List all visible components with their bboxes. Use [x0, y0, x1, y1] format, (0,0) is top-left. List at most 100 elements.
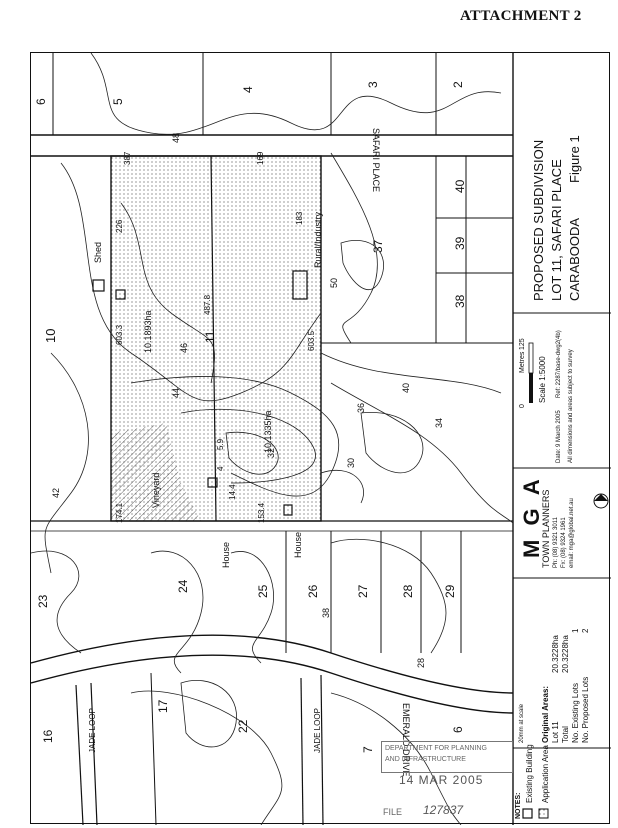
areas-row-total: Total	[561, 726, 570, 743]
road-label-jade-west: JADE LOOP	[88, 708, 97, 753]
title-line1: PROPOSED SUBDIVISION	[531, 139, 546, 301]
areas-row-proposed-value: 2	[581, 628, 590, 633]
stamp-line1: DEPARTMENT FOR PLANNING	[385, 745, 487, 752]
lot-number: 39	[453, 236, 467, 250]
contour-label: 36	[356, 402, 366, 413]
contour-label: 48	[171, 132, 181, 143]
areas-heading: Original Areas:	[541, 685, 550, 743]
lot-number: 27	[356, 584, 370, 598]
road-label-jade-east: JADE LOOP	[313, 708, 322, 753]
label-house-2: House	[293, 531, 303, 558]
jade-loop-east	[300, 677, 304, 825]
dimension-label: 487.8	[203, 294, 212, 315]
contour-label: 32	[266, 447, 276, 458]
lot-number: 22	[236, 719, 250, 733]
areas-row-proposed: No. Proposed Lots	[581, 676, 590, 743]
areas-row-total-value: 20.3228ha	[561, 635, 570, 673]
contour-label: 28	[416, 657, 426, 668]
dimension-label: 603.3	[115, 324, 124, 345]
legend-application-area-icon	[538, 808, 549, 819]
dimension-label: 387	[123, 151, 132, 165]
attachment-title: ATTACHMENT 2	[460, 8, 582, 24]
lot-number: 6	[451, 726, 465, 733]
lot-number: 16	[41, 729, 55, 743]
lot-number: 40	[453, 179, 467, 193]
lot-number: 4	[241, 86, 255, 93]
stamp-line2: AND INFRASTRUCTURE	[385, 756, 466, 763]
vineyard-hatch	[111, 423, 201, 521]
house-building	[207, 477, 218, 488]
areas-row-existing: No. Existing Lots	[571, 682, 580, 743]
dimension-label: 4	[216, 466, 225, 471]
label-vineyard: Vineyard	[151, 472, 161, 508]
scale-unit: Metres	[519, 351, 526, 373]
legend-building-icon	[522, 808, 533, 819]
rural-industry-building	[292, 270, 308, 300]
lot-number: 7	[361, 746, 375, 753]
lot-number: 5	[111, 98, 125, 105]
lot-number: 29	[443, 584, 457, 598]
company-fax: Fx: (08) 9324 1961	[561, 517, 567, 568]
label-rural-industry: Rural/Industry	[313, 211, 323, 268]
contour-label: 46	[179, 342, 189, 353]
lot-number: 3	[366, 81, 380, 88]
title-line2: LOT 11, SAFARI PLACE	[549, 159, 564, 301]
area-east: 10.1335ha	[263, 410, 273, 453]
lot-number: 6	[34, 98, 48, 105]
lot-number: 37	[371, 239, 385, 253]
contour-label: 40	[401, 382, 411, 393]
scale-label: Scale 1:5000	[538, 356, 547, 403]
proposed-lot-boundary	[210, 155, 217, 522]
contour-label: 44	[171, 387, 181, 398]
label-shed: Shed	[93, 241, 103, 263]
area-west: 10.1893ha	[143, 310, 153, 353]
dimension-label: 183	[295, 211, 304, 225]
title-line3: CARABOODA	[567, 217, 582, 301]
areas-row-lot: Lot 11	[551, 721, 560, 743]
figure-label: Figure 1	[567, 135, 582, 183]
shed-building	[92, 279, 105, 292]
date-line: Date: 9 March 2005	[556, 410, 562, 463]
emerald-drive-edge	[31, 634, 514, 694]
contour-lines	[31, 53, 514, 825]
stamp-file-label: FILE	[383, 807, 403, 817]
contour-label: 30	[346, 457, 356, 468]
label-house-1: House	[221, 541, 231, 568]
scale-tick-0: 0	[519, 404, 526, 408]
notes-heading: NOTES:	[515, 792, 522, 819]
plan-sheet: PROPOSED SUBDIVISION LOT 11, SAFARI PLAC…	[30, 52, 611, 825]
stamp-date: 14 MAR 2005	[399, 773, 484, 787]
lot-number: 2	[451, 81, 465, 88]
lot-number-11: 11	[203, 330, 217, 343]
dimension-label: 153.4	[257, 502, 266, 523]
contour-label: 50	[329, 277, 339, 288]
dimension-label: 226	[115, 219, 124, 233]
company-phone: Ph: (08) 9321 3011	[553, 517, 559, 568]
lot-number: 25	[256, 584, 270, 598]
dimension-label: 174.1	[115, 502, 124, 523]
dimension-label: 5.9	[216, 438, 225, 450]
lot-number: 24	[176, 579, 190, 593]
contour-label: 34	[434, 417, 444, 428]
road-label-safari: SAFARI PLACE	[371, 128, 381, 193]
dimension-label: 169	[256, 151, 265, 165]
contour-label: 38	[321, 607, 331, 618]
areas-row-existing-value: 1	[571, 628, 580, 633]
legend-application-area: Application Area	[541, 745, 550, 803]
lot-number: 17	[156, 699, 170, 713]
lot-number: 28	[401, 584, 415, 598]
company-email: email: mga@global.net.au	[569, 498, 575, 568]
receipt-stamp: DEPARTMENT FOR PLANNING AND INFRASTRUCTU…	[381, 741, 513, 773]
areas-row-lot-value: 20.3228ha	[551, 635, 560, 673]
dimension-label: 603.5	[307, 330, 316, 351]
lot-number: 23	[36, 594, 50, 608]
jade-loop-west	[75, 684, 84, 825]
lot-number: 26	[306, 584, 320, 598]
contour-label: 42	[51, 487, 61, 498]
stamp-file-number: 127837	[423, 803, 464, 817]
scale-note: 20mm at scale	[519, 703, 525, 743]
dimension-label: 14.4	[228, 484, 237, 500]
lot-number: 38	[453, 294, 467, 308]
lot-number: 10	[43, 328, 58, 343]
ref-line: Ref: 2287/base-dwg2(4b)	[556, 330, 562, 398]
